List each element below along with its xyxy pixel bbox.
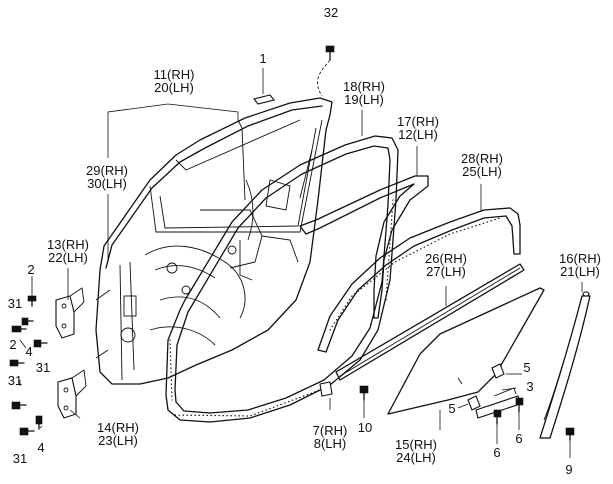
callout-4a: 4 [25,344,33,359]
callout-8: 8(LH) [313,436,347,451]
callout-18-19: 18(RH) 19(LH) [343,80,385,106]
callout-11: 11(RH) [153,67,195,82]
callout-9: 9 [565,462,573,477]
callout-31b: 31 [35,360,51,375]
callout-17-12: 17(RH) 12(LH) [397,115,439,141]
door-weatherstrip [165,135,399,423]
callout-1: 1 [259,51,267,66]
callout-22: 22(LH) [48,250,88,265]
bolt-31d [19,427,35,436]
callout-16: 16(RH) [559,251,601,266]
callout-31d: 31 [12,451,28,466]
rear-channel [539,291,591,439]
bolt-6b [515,397,524,413]
callout-7-8: 7(RH) 8(LH) [313,424,348,450]
lower-hinge [57,369,87,419]
bolt-31a [11,325,27,333]
callout-2b: 2 [9,337,17,352]
belt-moulding [335,263,525,381]
callout-16-21: 16(RH) 21(LH) [559,252,601,278]
bolt-6a [493,409,502,425]
callout-15-24: 15(RH) 24(LH) [395,438,437,464]
pad-1 [253,94,275,105]
callout-4b: 4 [37,440,45,455]
leader-lines [19,59,583,458]
callout-12: 12(LH) [398,127,438,142]
callout-13-22: 13(RH) 22(LH) [47,238,89,264]
callout-31c: 31 [7,373,23,388]
bolt-32 [325,45,335,61]
callout-29: 29(RH) [86,163,128,178]
callout-26: 26(RH) [425,251,467,266]
bolt-31b [33,339,48,348]
callout-31a: 31 [7,296,23,311]
callout-30: 30(LH) [87,176,127,191]
callout-26-27: 26(RH) 27(LH) [425,252,467,278]
callout-18: 18(RH) [343,79,385,94]
clip-7 [319,381,333,397]
weatherstrip-clip-dots [169,199,394,417]
callout-25: 25(LH) [462,164,502,179]
bolt-4b [35,415,43,430]
outer-weatherstrip [317,207,521,353]
callout-10: 10 [357,420,373,435]
callout-3: 3 [526,379,534,394]
bolt-4a [21,317,34,326]
callout-28: 28(RH) [461,151,503,166]
callout-20: 20(LH) [154,80,194,95]
callout-6b: 6 [493,445,501,460]
callout-21: 21(LH) [560,264,600,279]
bolt-31c [11,401,27,410]
callout-14: 14(RH) [97,420,139,435]
callout-11-20: 11(RH) 20(LH) [154,68,195,94]
door-glass [387,287,545,415]
callout-15: 15(RH) [395,437,437,452]
callout-14-23: 14(RH) 23(LH) [97,421,139,447]
callout-5b: 5 [448,401,456,416]
regulator-fasteners [319,363,575,441]
callout-17: 17(RH) [397,114,439,129]
callout-6a: 6 [515,431,523,446]
bolt-10 [359,385,369,401]
upper-hinge [55,287,85,339]
callout-7: 7(RH) [312,423,348,438]
callout-5a: 5 [523,360,531,375]
callout-2a: 2 [27,262,35,277]
bolt-2a [27,295,37,307]
clip-5b [467,395,481,411]
clip-5a [491,363,505,379]
callout-13: 13(RH) [47,237,89,252]
glass-run-channel [299,175,429,319]
door-shell [95,97,333,385]
callout-24: 24(LH) [396,450,436,465]
callout-23: 23(LH) [98,433,138,448]
callout-29-30: 29(RH) 30(LH) [86,164,128,190]
callout-32: 32 [323,5,339,20]
bolt-2b [9,359,25,367]
callout-28-25: 28(RH) 25(LH) [461,152,503,178]
callout-19: 19(LH) [344,92,384,107]
bolt-9 [565,427,575,441]
callout-27: 27(LH) [426,264,466,279]
bolts-left [9,295,48,436]
